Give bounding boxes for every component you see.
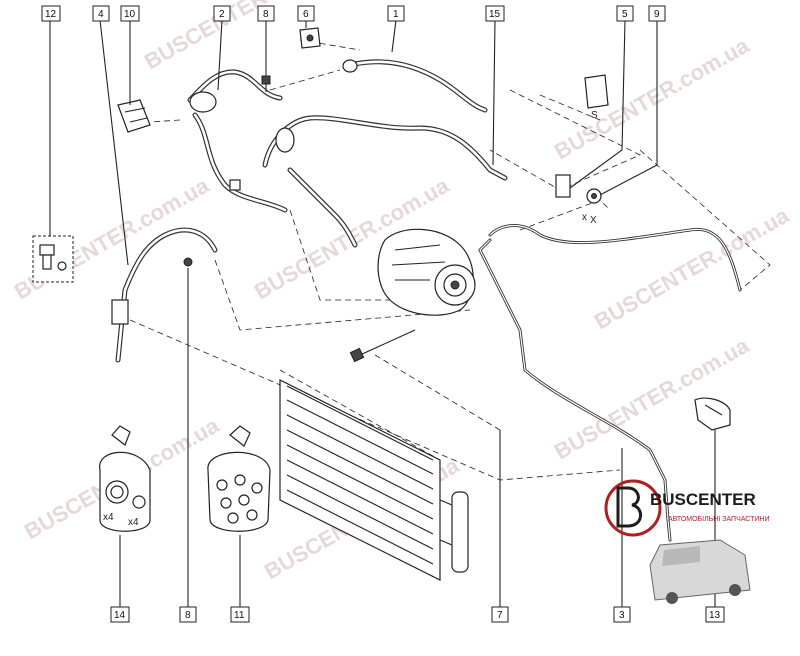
callout-15[interactable]: 15 bbox=[485, 5, 505, 22]
svg-text:4: 4 bbox=[98, 9, 104, 20]
svg-text:15: 15 bbox=[489, 9, 501, 20]
svg-text:12: 12 bbox=[45, 9, 57, 20]
callout-9[interactable]: 9 bbox=[648, 5, 666, 22]
callout-13[interactable]: 13 bbox=[705, 606, 725, 623]
clamp-6 bbox=[299, 27, 321, 49]
seal-kit-14: x4 x4 bbox=[99, 425, 151, 532]
bolt-7 bbox=[349, 329, 416, 363]
svg-text:8: 8 bbox=[263, 9, 269, 20]
logo-name: BUSCENTER bbox=[650, 490, 756, 509]
svg-text:6: 6 bbox=[303, 9, 309, 20]
callout-3[interactable]: 3 bbox=[613, 606, 631, 623]
hose-2-fitting bbox=[229, 179, 241, 191]
svg-text:2: 2 bbox=[219, 9, 225, 20]
seal-kit-11 bbox=[207, 425, 271, 532]
valve-x-label: x bbox=[582, 212, 587, 223]
logo-van-icon bbox=[649, 539, 751, 604]
svg-text:14: 14 bbox=[114, 610, 126, 621]
callout-8-bottom[interactable]: 8 bbox=[179, 606, 197, 623]
hose-15 bbox=[262, 115, 508, 248]
hose-1 bbox=[342, 59, 488, 113]
bracket-s: S bbox=[584, 74, 609, 121]
svg-text:1: 1 bbox=[393, 9, 399, 20]
svg-text:8: 8 bbox=[185, 610, 191, 621]
hose-15-muffler bbox=[275, 127, 295, 153]
qty-x4-left: x4 bbox=[103, 512, 114, 523]
valve-X-label: X bbox=[590, 215, 597, 226]
callout-4[interactable]: 4 bbox=[92, 5, 110, 22]
callout-7[interactable]: 7 bbox=[491, 606, 509, 623]
valve-5: x bbox=[555, 174, 587, 223]
muffler bbox=[189, 91, 217, 113]
callout-leaders bbox=[49, 19, 716, 607]
bracket-10 bbox=[117, 99, 151, 133]
logo-tagline: АВТОМОБІЛЬНІ ЗАПЧАСТИНИ bbox=[668, 516, 769, 523]
callout-5[interactable]: 5 bbox=[616, 5, 634, 22]
qty-x4-right: x4 bbox=[128, 517, 139, 528]
svg-text:9: 9 bbox=[654, 9, 660, 20]
hose-4 bbox=[111, 227, 218, 363]
s-marker: S bbox=[591, 110, 598, 121]
pipe-3 bbox=[478, 224, 742, 542]
svg-text:3: 3 bbox=[619, 610, 625, 621]
watermark-text: BUSCENTER.com.ua bbox=[550, 32, 754, 164]
svg-text:5: 5 bbox=[622, 9, 628, 20]
svg-text:7: 7 bbox=[497, 610, 503, 621]
callout-8-top[interactable]: 8 bbox=[257, 5, 275, 22]
valve-9: X bbox=[586, 188, 602, 226]
hose-2 bbox=[187, 69, 288, 213]
hose-1-fitting bbox=[342, 59, 358, 73]
clip-13 bbox=[694, 397, 731, 431]
callout-12[interactable]: 12 bbox=[41, 5, 61, 22]
receiver-dryer bbox=[451, 491, 469, 573]
svg-text:11: 11 bbox=[234, 610, 245, 621]
hose-4-block bbox=[111, 299, 129, 325]
svg-text:10: 10 bbox=[124, 9, 136, 20]
pressure-switch-12 bbox=[32, 235, 74, 283]
logo-ring bbox=[604, 479, 662, 537]
logo-b-glyph bbox=[616, 486, 642, 528]
buscenter-logo: BUSCENTER АВТОМОБІЛЬНІ ЗАПЧАСТИНИ bbox=[604, 479, 769, 604]
callout-11[interactable]: 11 bbox=[230, 606, 250, 623]
callout-14[interactable]: 14 bbox=[110, 606, 130, 623]
watermark-text: BUSCENTER.com.ua bbox=[550, 332, 754, 464]
callouts: 12 4 10 2 8 6 1 15 bbox=[41, 5, 725, 623]
compressor bbox=[377, 228, 476, 316]
condenser bbox=[279, 379, 469, 581]
watermark-text: BUSCENTER.com.ua bbox=[590, 202, 794, 334]
svg-text:13: 13 bbox=[709, 610, 721, 621]
callout-6[interactable]: 6 bbox=[297, 5, 315, 22]
callout-10[interactable]: 10 bbox=[120, 5, 140, 22]
bolt-8-mid bbox=[183, 257, 193, 267]
callout-2[interactable]: 2 bbox=[213, 5, 231, 22]
callout-1[interactable]: 1 bbox=[387, 5, 405, 22]
